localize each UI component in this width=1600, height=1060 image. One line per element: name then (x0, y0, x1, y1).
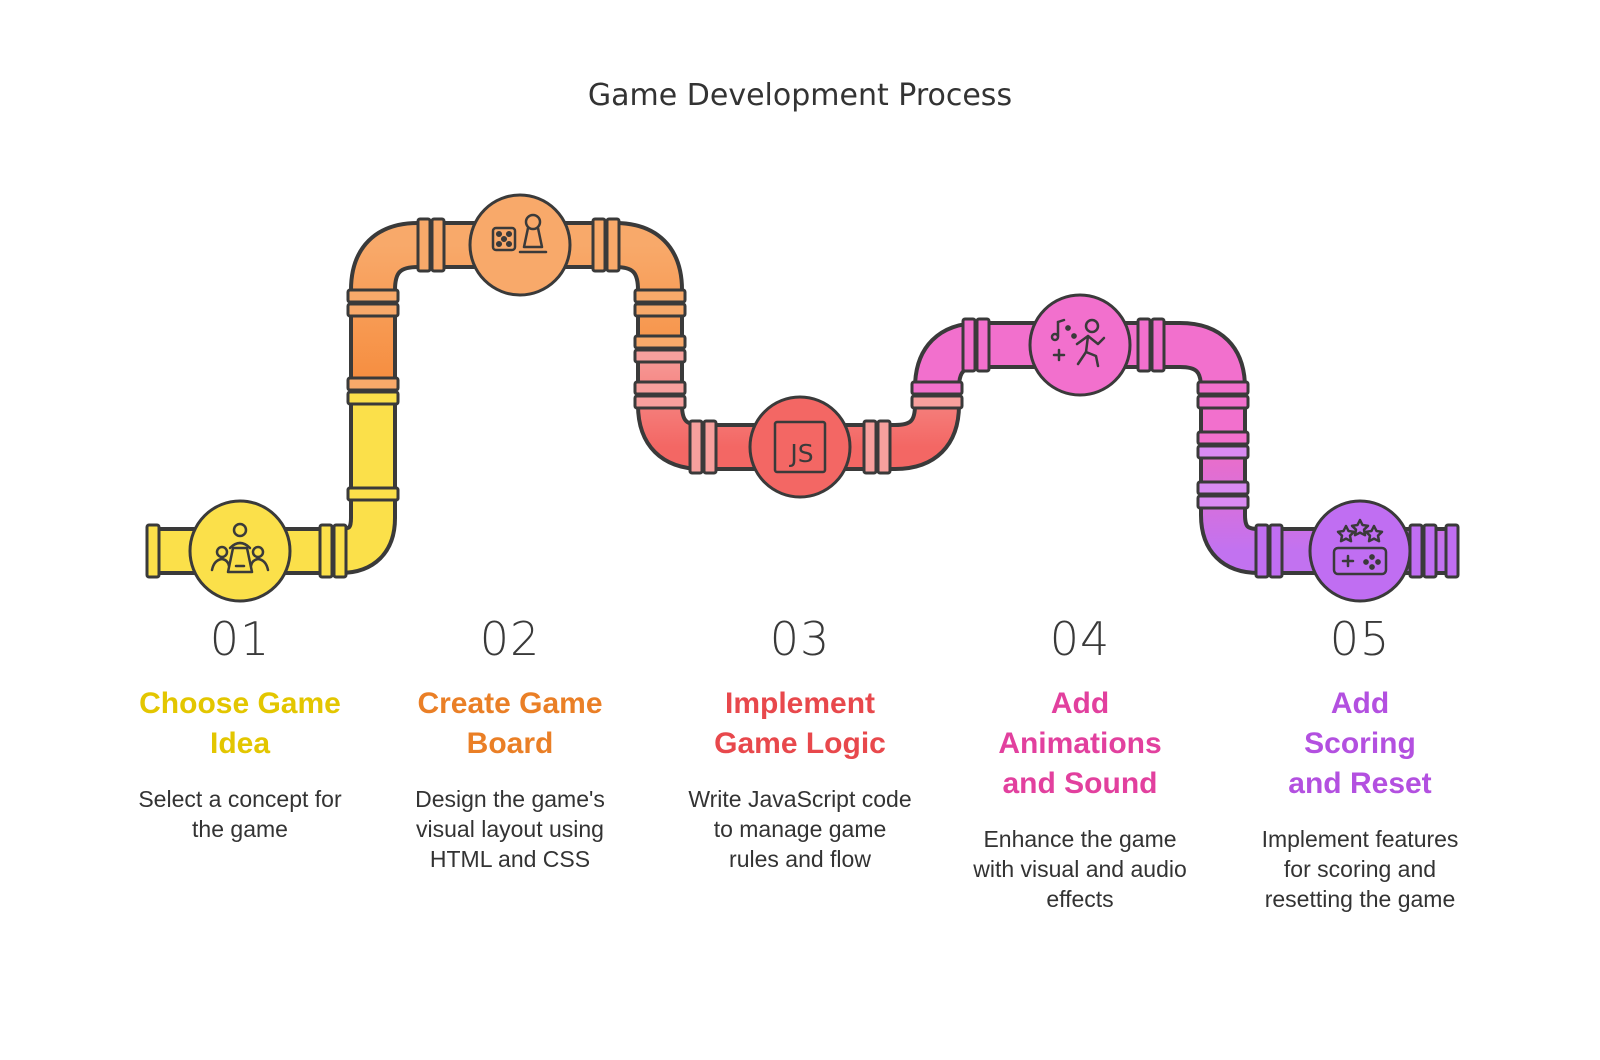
step-2-node (468, 193, 572, 297)
step-description: Implement features for scoring and reset… (1261, 826, 1459, 912)
couplings-pink (910, 317, 1250, 446)
svg-text:JS: JS (788, 439, 813, 468)
diagram-title: Game Development Process (587, 78, 1013, 113)
step-3-node: JS (748, 395, 852, 499)
board-game-icon (491, 213, 548, 254)
step-number: 04 (1049, 612, 1111, 666)
step-3: 03 Implement Game Logic Write JavaScript… (680, 612, 920, 874)
pipe-end-cap-right (1444, 523, 1460, 579)
step-number: 05 (1329, 612, 1391, 666)
step-description: Design the game's visual layout using HT… (415, 786, 605, 872)
step-number: 03 (769, 612, 831, 666)
dance-music-icon (1050, 318, 1106, 368)
step-number: 01 (209, 612, 271, 666)
step-description: Select a concept for the game (138, 786, 342, 842)
step-1-node (188, 499, 292, 603)
couplings-red (633, 348, 964, 475)
step-description: Write JavaScript code to manage game rul… (688, 786, 912, 872)
pipe-end-cap-left (145, 523, 161, 579)
couplings-yellow (318, 390, 400, 579)
js-icon: JS (773, 420, 827, 474)
step-number: 02 (479, 612, 541, 666)
step-title: Add Animations and Sound (998, 687, 1162, 800)
step-5: 05 Add Scoring and Reset Implement featu… (1240, 612, 1480, 914)
gamepad-stars-icon (1332, 518, 1388, 576)
step-4-node (1028, 293, 1132, 397)
step-title: Add Scoring and Reset (1288, 687, 1432, 800)
step-title: Choose Game Idea (139, 687, 341, 760)
step-2: 02 Create Game Board Design the game's v… (395, 612, 625, 874)
step-1: 01 Choose Game Idea Select a concept for… (115, 612, 365, 844)
step-4: 04 Add Animations and Sound Enhance the … (960, 612, 1200, 914)
step-title: Implement Game Logic (714, 687, 886, 760)
step-5-node (1308, 499, 1412, 603)
couplings-purple (1196, 444, 1438, 579)
couplings-orange (346, 217, 687, 392)
step-title: Create Game Board (417, 687, 603, 760)
step-description: Enhance the game with visual and audio e… (973, 826, 1187, 912)
meeting-icon (210, 522, 270, 574)
